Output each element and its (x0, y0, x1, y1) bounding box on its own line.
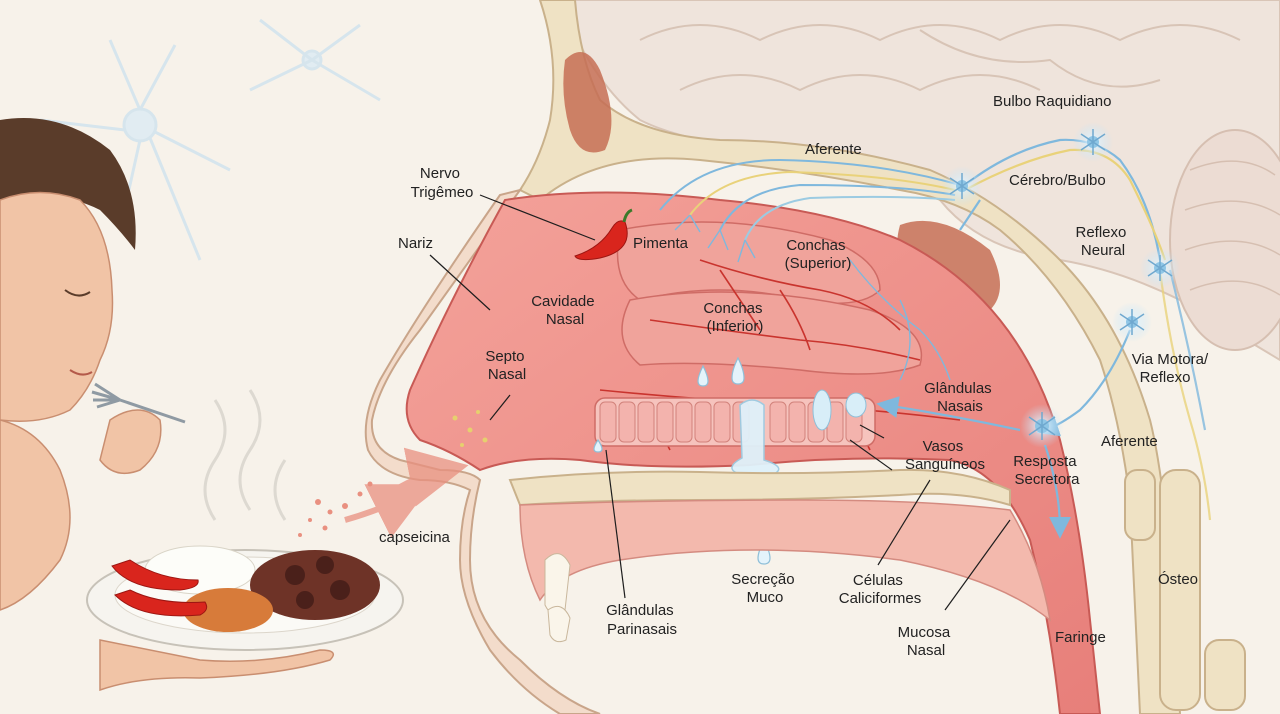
label-cerebro-bulbo: Cérebro/Bulbo (1009, 172, 1106, 189)
capsaicin-particles (298, 481, 373, 537)
label-septo-nasal: Septo Nasal (485, 348, 528, 383)
leader-lines (429, 194, 1011, 611)
label-faringe: Faringe (1055, 629, 1106, 646)
label-osteo: Ósteo (1158, 571, 1198, 588)
concha-inferior (621, 291, 923, 375)
pepper-icon (574, 208, 633, 261)
tooth (544, 553, 571, 615)
label-glandulas-nasais: Glândulas Nasais (924, 380, 996, 415)
oral-tissue (519, 499, 1052, 622)
neuron-icon (1020, 404, 1064, 448)
label-mucosa-nasal: Mucosa Nasal (898, 624, 955, 659)
epithelium (594, 389, 876, 516)
pepper-particles (452, 410, 488, 447)
label-aferente-top: Aferente (805, 141, 862, 158)
label-pimenta: Pimenta (633, 235, 689, 252)
woman-eating (0, 118, 162, 611)
brain-folds (639, 24, 1241, 92)
vertebrae (1124, 469, 1246, 711)
label-resposta-secretora: Resposta Secretora (1013, 453, 1081, 488)
label-conchas-superior: Conchas (Superior) (785, 237, 852, 272)
label-glandulas-parinasais: Glândulas Parinasais (606, 602, 678, 638)
neuron-icon (1112, 302, 1152, 342)
frontal-sinus (563, 52, 612, 153)
label-celulas-caliciformes: Células Caliciformes (839, 572, 922, 607)
arrow-icon (344, 447, 469, 538)
tooth (547, 605, 571, 643)
hand (99, 639, 335, 692)
fork-icon (91, 382, 186, 424)
neuron-icon (1140, 248, 1180, 288)
neuron-icon (942, 166, 982, 206)
label-aferente-right: Aferente (1101, 433, 1158, 450)
goblet-cell (845, 392, 867, 418)
cerebellum (1169, 129, 1280, 351)
label-reflexo-neural: Reflexo Neural (1075, 224, 1130, 259)
background-neuron-icon (39, 18, 381, 261)
label-nervo-trigemeo: Nervo Trigêmeo (411, 165, 474, 201)
goblet-cell (812, 389, 832, 431)
label-cavidade-nasal: Cavidade Nasal (531, 293, 599, 328)
nerve-branches (674, 214, 951, 381)
steam (203, 389, 287, 521)
label-via-motora: Via Motora/ Reflexo (1132, 351, 1213, 386)
label-capseicina: capseicina (379, 529, 451, 546)
afferent-nerves (659, 158, 961, 241)
label-nariz: Nariz (398, 235, 433, 252)
plate-icon (86, 545, 404, 651)
label-vasos-sanguineos: Vasos Sanguíneos (905, 438, 985, 473)
label-conchas-inferior: Conchas (Inferior) (703, 300, 766, 335)
neuron-icon (1073, 122, 1113, 162)
label-secrecao-muco: Secreção Muco (731, 571, 799, 606)
label-bulbo-raquidiano: Bulbo Raquidiano (993, 93, 1111, 110)
